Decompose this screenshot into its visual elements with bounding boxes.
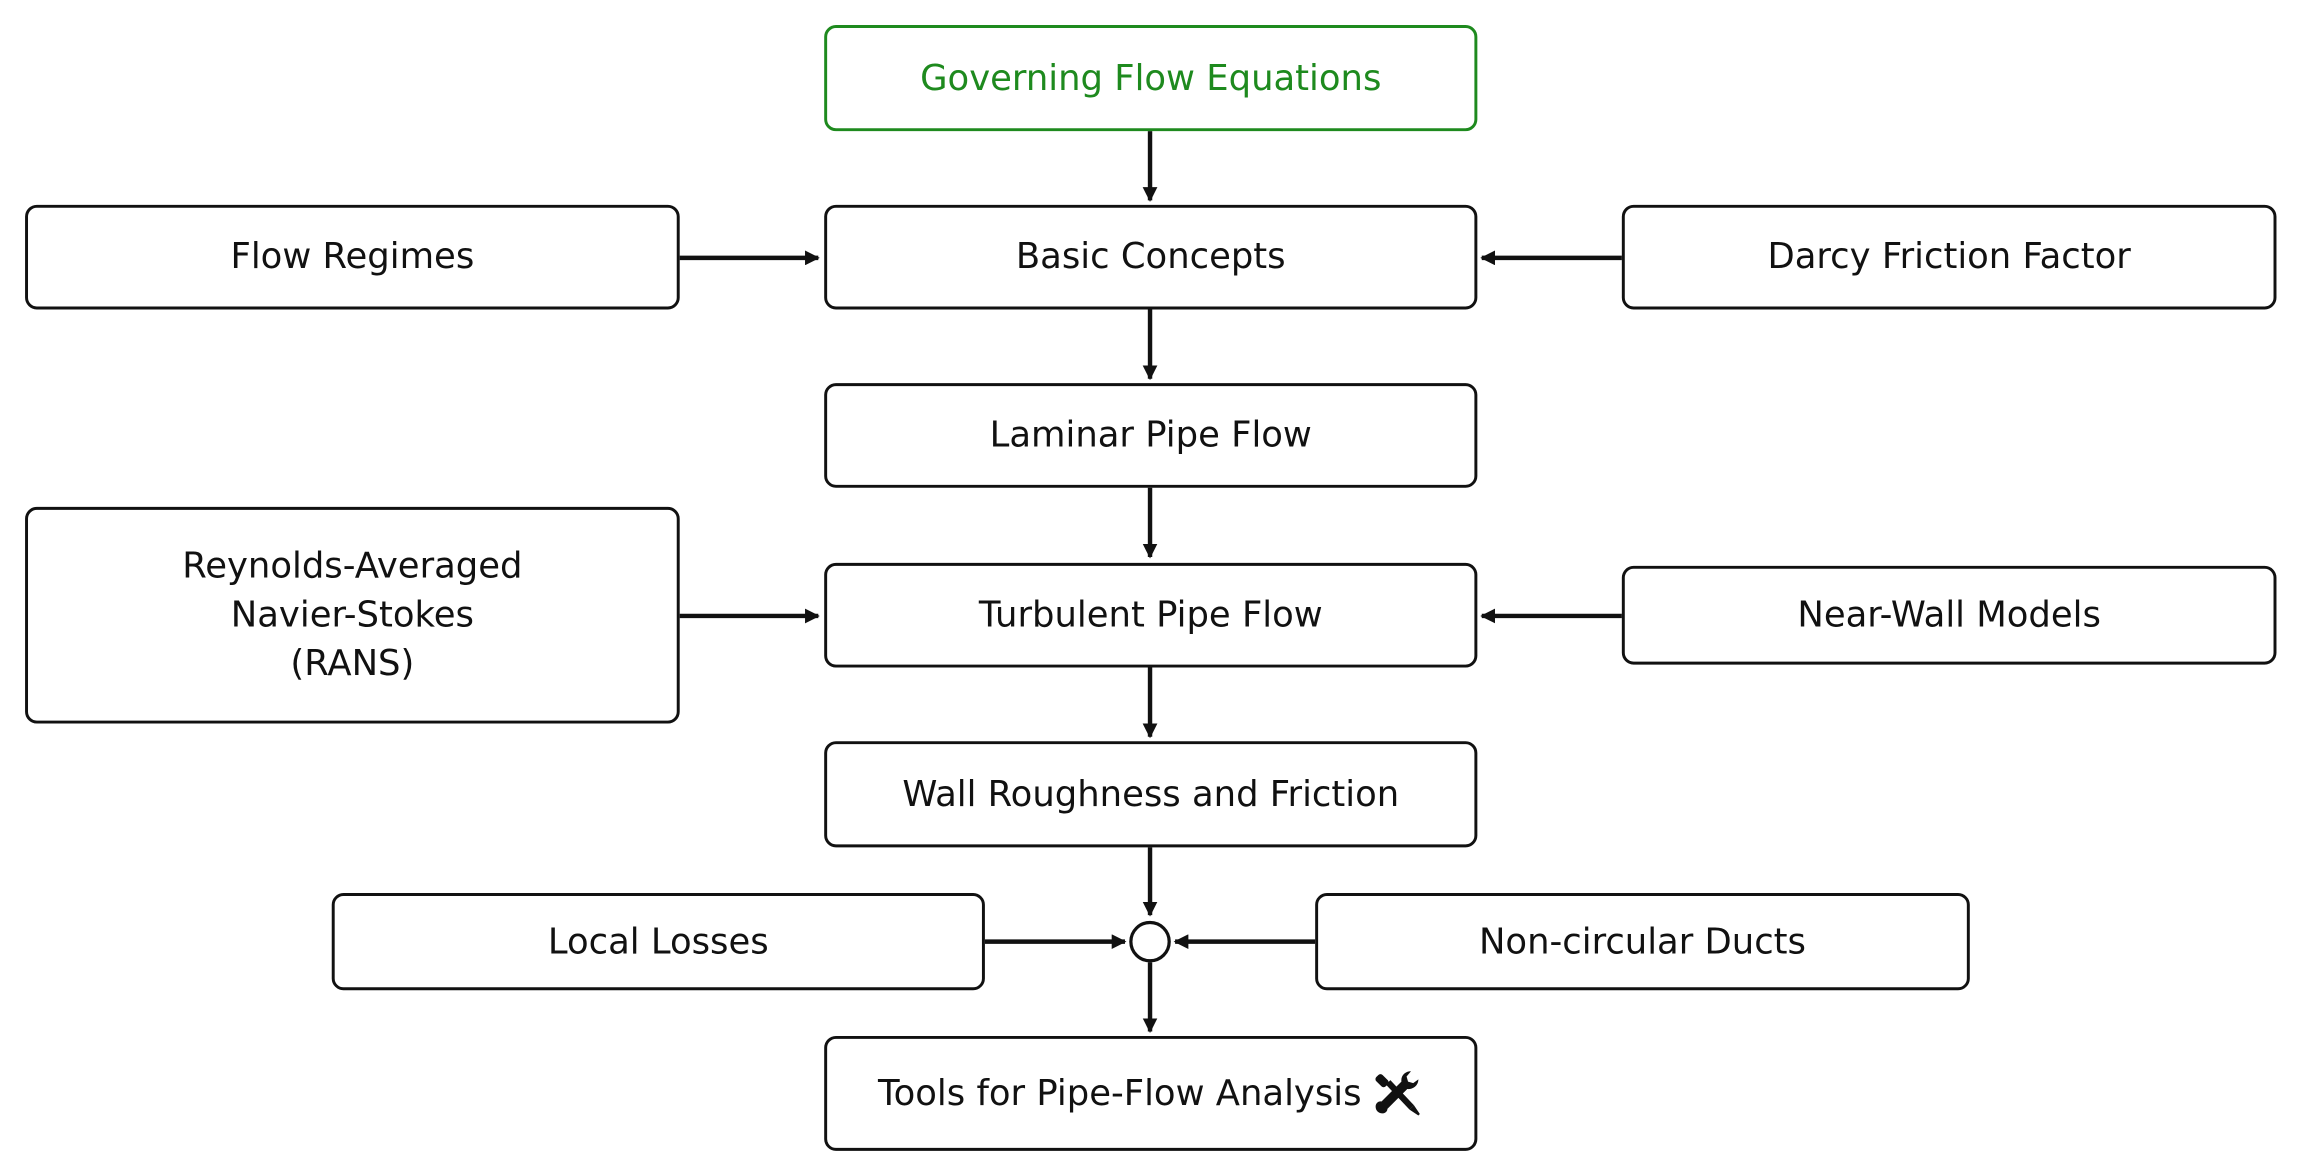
node-governing-flow-equations[interactable]: Governing Flow Equations — [824, 25, 1478, 132]
node-label: Darcy Friction Factor — [1767, 235, 2131, 278]
node-label: Governing Flow Equations — [920, 56, 1382, 98]
node-darcy-friction-factor[interactable]: Darcy Friction Factor — [1621, 204, 2277, 310]
node-label: Local Losses — [547, 920, 769, 962]
node-basic-concepts[interactable]: Basic Concepts — [824, 204, 1478, 310]
node-tools-for-pipe-flow-analysis[interactable]: Tools for Pipe-Flow Analysis — [824, 1035, 1478, 1151]
node-near-wall-models[interactable]: Near-Wall Models — [1621, 565, 2277, 665]
node-label: Near-Wall Models — [1797, 593, 2101, 636]
node-label: Laminar Pipe Flow — [989, 414, 1312, 456]
node-label: Turbulent Pipe Flow — [978, 593, 1323, 636]
node-label: Wall Roughness and Friction — [902, 772, 1400, 815]
junction-circle — [1129, 920, 1171, 963]
node-label: Non-circular Ducts — [1478, 920, 1806, 962]
node-flow-regimes[interactable]: Flow Regimes — [25, 204, 680, 310]
node-local-losses[interactable]: Local Losses — [331, 893, 985, 991]
node-non-circular-ducts[interactable]: Non-circular Ducts — [1315, 893, 1970, 991]
node-label: Basic Concepts — [1015, 235, 1286, 278]
tools-icon — [1376, 1071, 1421, 1116]
node-label: Reynolds-Averaged Navier-Stokes (RANS) — [182, 545, 523, 684]
node-wall-roughness-and-friction[interactable]: Wall Roughness and Friction — [824, 741, 1478, 848]
node-turbulent-pipe-flow[interactable]: Turbulent Pipe Flow — [824, 562, 1478, 668]
node-label: Flow Regimes — [230, 235, 475, 278]
node-rans[interactable]: Reynolds-Averaged Navier-Stokes (RANS) — [25, 506, 680, 724]
node-label: Tools for Pipe-Flow Analysis — [878, 1072, 1362, 1114]
node-laminar-pipe-flow[interactable]: Laminar Pipe Flow — [824, 383, 1478, 488]
